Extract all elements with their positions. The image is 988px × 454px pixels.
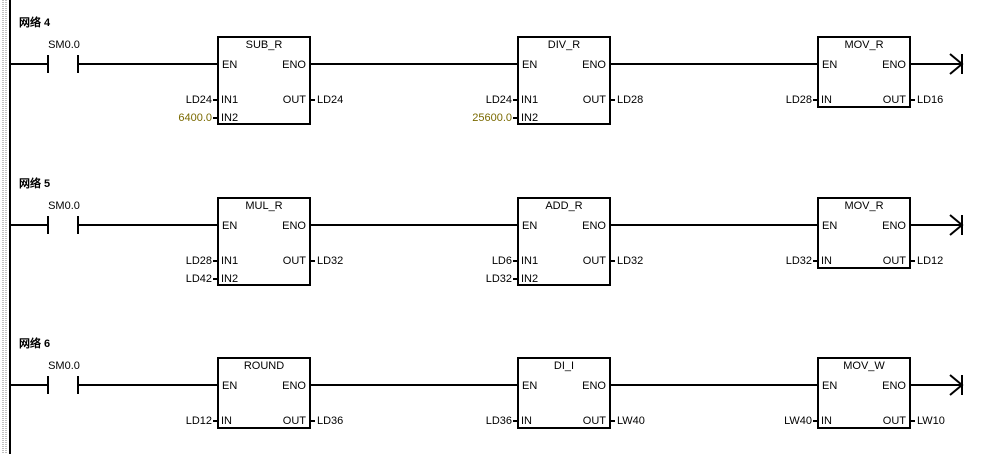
pin-label-eno: ENO: [882, 59, 906, 71]
function-block-box: [517, 197, 611, 286]
function-block-name[interactable]: DIV_R: [547, 39, 581, 51]
input-operand[interactable]: LD42: [185, 273, 212, 285]
pin-label-en: EN: [222, 220, 238, 232]
input-operand[interactable]: LD36: [485, 415, 512, 427]
contact-address[interactable]: SM0.0: [48, 200, 80, 212]
function-block-name[interactable]: SUB_R: [245, 39, 283, 51]
pin-label-eno: ENO: [282, 220, 306, 232]
function-block-box: [817, 36, 911, 108]
output-operand[interactable]: LD36: [317, 415, 344, 427]
contact-address[interactable]: SM0.0: [48, 39, 80, 51]
function-block-box: [217, 197, 311, 286]
network-title[interactable]: 网络 4: [19, 17, 51, 29]
pin-label-eno: ENO: [582, 220, 606, 232]
function-block-box: [517, 357, 611, 429]
output-operand[interactable]: LW40: [617, 415, 645, 427]
function-block-name[interactable]: MOV_R: [844, 39, 884, 51]
pin-label-en: EN: [522, 380, 538, 392]
pin-label-en: EN: [222, 380, 238, 392]
input-operand[interactable]: LW40: [784, 415, 812, 427]
pin-label-en: EN: [822, 59, 838, 71]
input-operand[interactable]: LD24: [485, 94, 512, 106]
function-block-box: [217, 36, 311, 125]
input-pin-label: IN2: [221, 112, 239, 124]
output-pin-label: OUT: [882, 94, 906, 106]
input-operand[interactable]: LD32: [785, 255, 812, 267]
input-pin-label: IN2: [521, 273, 539, 285]
output-operand[interactable]: LD24: [317, 94, 344, 106]
pin-label-eno: ENO: [582, 380, 606, 392]
input-constant-value[interactable]: 25600.0: [472, 112, 512, 124]
input-pin-label: IN1: [221, 255, 239, 267]
input-operand[interactable]: LD28: [785, 94, 812, 106]
pin-label-en: EN: [222, 59, 238, 71]
output-operand[interactable]: LD32: [617, 255, 644, 267]
input-pin-label: IN: [221, 415, 232, 427]
function-block-name[interactable]: DI_I: [553, 360, 575, 372]
input-operand[interactable]: LD12: [185, 415, 212, 427]
output-pin-label: OUT: [582, 94, 606, 106]
function-block-box: [817, 357, 911, 429]
input-pin-label: IN2: [521, 112, 539, 124]
network-title[interactable]: 网络 6: [19, 338, 51, 350]
input-pin-label: IN1: [521, 94, 539, 106]
function-block-name[interactable]: MOV_R: [844, 200, 884, 212]
output-pin-label: OUT: [582, 255, 606, 267]
output-operand[interactable]: LD32: [317, 255, 344, 267]
output-operand[interactable]: LD12: [917, 255, 944, 267]
function-block-name[interactable]: MOV_W: [843, 360, 885, 372]
output-pin-label: OUT: [882, 255, 906, 267]
input-pin-label: IN: [821, 94, 832, 106]
output-pin-label: OUT: [282, 94, 306, 106]
pin-label-eno: ENO: [882, 380, 906, 392]
input-pin-label: IN: [821, 255, 832, 267]
output-pin-label: OUT: [882, 415, 906, 427]
function-block-box: [217, 357, 311, 429]
function-block-name[interactable]: MUL_R: [245, 200, 283, 212]
contact-address[interactable]: SM0.0: [48, 360, 80, 372]
pin-label-en: EN: [822, 380, 838, 392]
input-operand[interactable]: LD24: [185, 94, 212, 106]
input-constant-value[interactable]: 6400.0: [178, 112, 212, 124]
pin-label-eno: ENO: [882, 220, 906, 232]
pin-label-en: EN: [522, 220, 538, 232]
input-pin-label: IN: [821, 415, 832, 427]
pin-label-eno: ENO: [282, 380, 306, 392]
input-pin-label: IN1: [521, 255, 539, 267]
input-operand[interactable]: LD28: [185, 255, 212, 267]
output-pin-label: OUT: [282, 415, 306, 427]
input-pin-label: IN2: [221, 273, 239, 285]
input-operand[interactable]: LD32: [485, 273, 512, 285]
output-pin-label: OUT: [282, 255, 306, 267]
output-pin-label: OUT: [582, 415, 606, 427]
output-operand[interactable]: LD28: [617, 94, 644, 106]
function-block-box: [517, 36, 611, 125]
pin-label-en: EN: [822, 220, 838, 232]
input-pin-label: IN1: [221, 94, 239, 106]
input-operand[interactable]: LD6: [491, 255, 512, 267]
function-block-box: [817, 197, 911, 269]
output-operand[interactable]: LW10: [917, 415, 945, 427]
output-operand[interactable]: LD16: [917, 94, 944, 106]
input-pin-label: IN: [521, 415, 532, 427]
function-block-name[interactable]: ROUND: [243, 360, 285, 372]
left-power-rail-bg: [0, 0, 10, 454]
pin-label-eno: ENO: [582, 59, 606, 71]
pin-label-en: EN: [522, 59, 538, 71]
network-title[interactable]: 网络 5: [19, 178, 51, 190]
pin-label-eno: ENO: [282, 59, 306, 71]
function-block-name[interactable]: ADD_R: [545, 200, 583, 212]
